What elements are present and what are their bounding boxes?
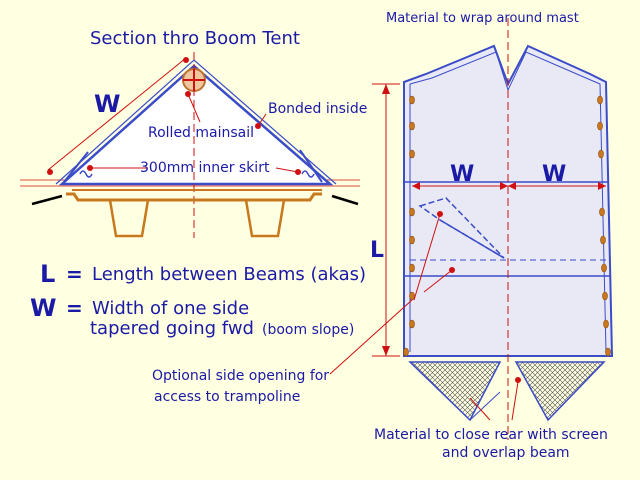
leader-line <box>469 397 491 421</box>
w-label-plan-left: W <box>450 162 475 187</box>
section-view <box>20 52 360 238</box>
edge-left <box>31 194 63 206</box>
edge-right <box>331 194 359 206</box>
optional-opening-label-2: access to trampoline <box>154 389 301 405</box>
arrowhead <box>412 182 420 190</box>
legend-w-text2: tapered going fwd <box>90 318 254 339</box>
inner-skirt-left <box>63 151 89 183</box>
wrap-mast-label: Material to wrap around mast <box>386 11 579 26</box>
leader-dot <box>515 377 521 383</box>
bonded-inside-label: Bonded inside <box>268 101 368 117</box>
rear-closure-right <box>514 361 606 422</box>
hull-right <box>244 198 286 238</box>
leader-dot <box>437 211 443 217</box>
optional-opening-label-1: Optional side opening for <box>152 368 330 384</box>
hull-left <box>108 198 150 238</box>
tent-plan-inner <box>409 51 607 353</box>
legend-w-symbol: W <box>30 294 57 322</box>
close-rear-label-2: and overlap beam <box>442 445 570 461</box>
leader-line <box>275 167 299 173</box>
legend-w-text: Width of one side <box>92 298 250 319</box>
tent-section <box>58 64 334 186</box>
rear-closure-left <box>408 361 502 422</box>
leader-line <box>187 93 201 123</box>
leader-dot <box>47 169 53 175</box>
leader-dot <box>295 169 301 175</box>
close-rear-label-1: Material to close rear with screen <box>374 427 608 443</box>
leader-line <box>329 299 413 375</box>
leader-dot <box>449 267 455 273</box>
arrowhead <box>382 84 390 94</box>
rear-closure-edge <box>409 361 501 421</box>
leader-dot <box>183 57 189 63</box>
arrowhead <box>382 346 390 356</box>
arrowhead <box>598 182 606 190</box>
leader-line <box>423 269 453 293</box>
grommets <box>403 95 611 357</box>
arrowhead <box>500 182 508 190</box>
leader-dot <box>87 165 93 171</box>
beam <box>66 192 322 202</box>
legend-l-symbol: L <box>40 260 56 288</box>
side-opening-edge <box>439 219 505 259</box>
diagram-title: Section thro Boom Tent <box>90 28 300 49</box>
leader-line <box>511 381 519 421</box>
w-dimension-line <box>47 57 187 171</box>
legend-l-equals: = <box>66 262 83 286</box>
rolled-mainsail-label: Rolled mainsail <box>148 125 255 141</box>
w-label-plan-right: W <box>542 162 567 187</box>
legend-l-text: Length between Beams (akas) <box>92 264 367 285</box>
inner-skirt-right <box>299 149 323 183</box>
arrowhead <box>508 182 516 190</box>
inner-skirt-label: 300mm inner skirt <box>140 160 270 176</box>
leader-line <box>413 213 441 301</box>
w-label-section: W <box>94 90 121 118</box>
leader-dot <box>185 91 191 97</box>
legend-w-equals: = <box>66 296 83 320</box>
skirt-clip-icon <box>79 170 93 178</box>
plan-view <box>329 18 614 440</box>
legend-w-text3: (boom slope) <box>262 322 355 338</box>
leader-dot <box>255 123 261 129</box>
skirt-clip-icon <box>301 170 315 178</box>
l-label-plan: L <box>370 238 385 263</box>
